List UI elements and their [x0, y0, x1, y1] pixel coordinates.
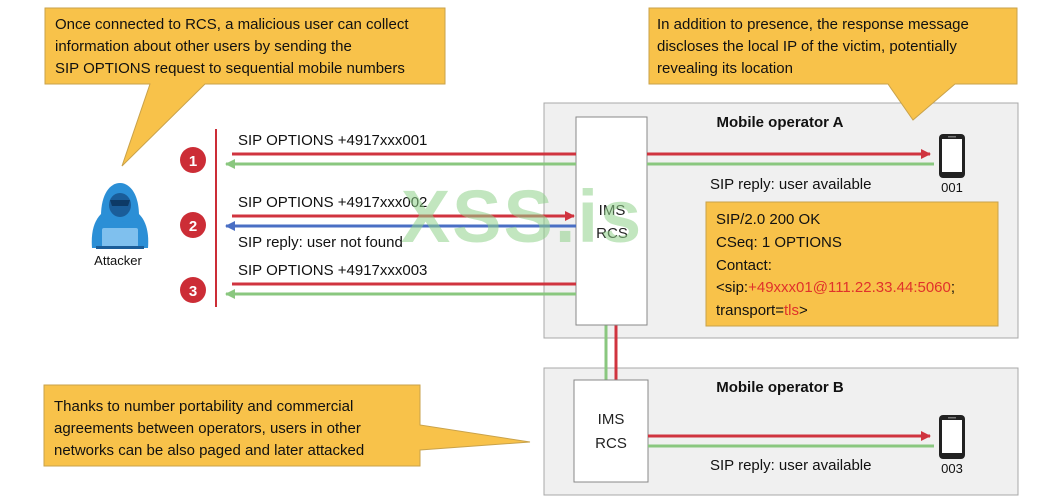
step1-request-label: SIP OPTIONS +4917xxx001 [238, 132, 427, 149]
response-line-3: Contact: [716, 257, 772, 274]
operator-b-title: Mobile operator B [716, 379, 844, 396]
callout-top-right-line-1: In addition to presence, the response me… [657, 16, 969, 33]
phone-003-label: 003 [941, 461, 963, 476]
callout-bottom-left-line-1: Thanks to number portability and commerc… [54, 398, 353, 415]
response-line-1: SIP/2.0 200 OK [716, 211, 820, 228]
step3-request-label: SIP OPTIONS +4917xxx003 [238, 262, 427, 279]
callout-top-right [648, 7, 1018, 121]
phone-001-label: 001 [941, 180, 963, 195]
watermark: XSS.is [401, 175, 643, 258]
response-transport-prefix: transport= [716, 302, 784, 319]
smartphone-icon-001 [939, 134, 965, 178]
step2-badge-number: 2 [189, 218, 197, 235]
step1-badge-number: 1 [189, 153, 197, 170]
callout-top-right-line-2: discloses the local IP of the victim, po… [657, 38, 957, 55]
op-b-reply-label: SIP reply: user available [710, 457, 871, 474]
ims-rcs-node-b [573, 379, 649, 483]
callout-top-left-line-2: information about other users by sending… [55, 38, 352, 55]
rcs-b-label: RCS [595, 435, 627, 452]
step1-badge [180, 147, 206, 173]
op-a-reply-label: SIP reply: user available [710, 176, 871, 193]
smartphone-icon-003 [939, 415, 965, 459]
callout-bottom-left [43, 384, 531, 467]
leaked-ip-address: +49xxx01@111.22.33.44:5060 [748, 279, 951, 296]
response-contact-prefix: <sip: [716, 279, 748, 296]
response-line-4: <sip:+49xxx01@111.22.33.44:5060; [716, 279, 955, 296]
callout-bottom-left-line-3: networks can be also paged and later att… [54, 442, 364, 459]
transport-value: tls [784, 302, 799, 319]
attacker-label: Attacker [94, 253, 142, 268]
rcs-a-label: RCS [596, 225, 628, 242]
callout-bottom-left-line-2: agreements between operators, users in o… [54, 420, 361, 437]
response-line-5: transport=tls> [716, 302, 808, 319]
ims-a-label: IMS [599, 202, 626, 219]
callout-top-left [44, 7, 446, 167]
sip-response-box [705, 201, 999, 327]
step2-reply-label: SIP reply: user not found [238, 234, 403, 251]
ims-b-label: IMS [598, 411, 625, 428]
step3-badge [180, 277, 206, 303]
hooded-attacker-icon [91, 183, 149, 249]
operator-a-title: Mobile operator A [717, 114, 844, 131]
response-contact-suffix: ; [951, 279, 955, 296]
ims-rcs-node-a [575, 116, 648, 326]
callout-top-left-line-1: Once connected to RCS, a malicious user … [55, 16, 409, 33]
step2-badge [180, 212, 206, 238]
response-transport-suffix: > [799, 302, 808, 319]
response-line-2: CSeq: 1 OPTIONS [716, 234, 842, 251]
step3-badge-number: 3 [189, 283, 197, 300]
step2-request-label: SIP OPTIONS +4917xxx002 [238, 194, 427, 211]
callout-top-left-line-3: SIP OPTIONS request to sequential mobile… [55, 60, 405, 77]
callout-top-right-line-3: revealing its location [657, 60, 793, 77]
